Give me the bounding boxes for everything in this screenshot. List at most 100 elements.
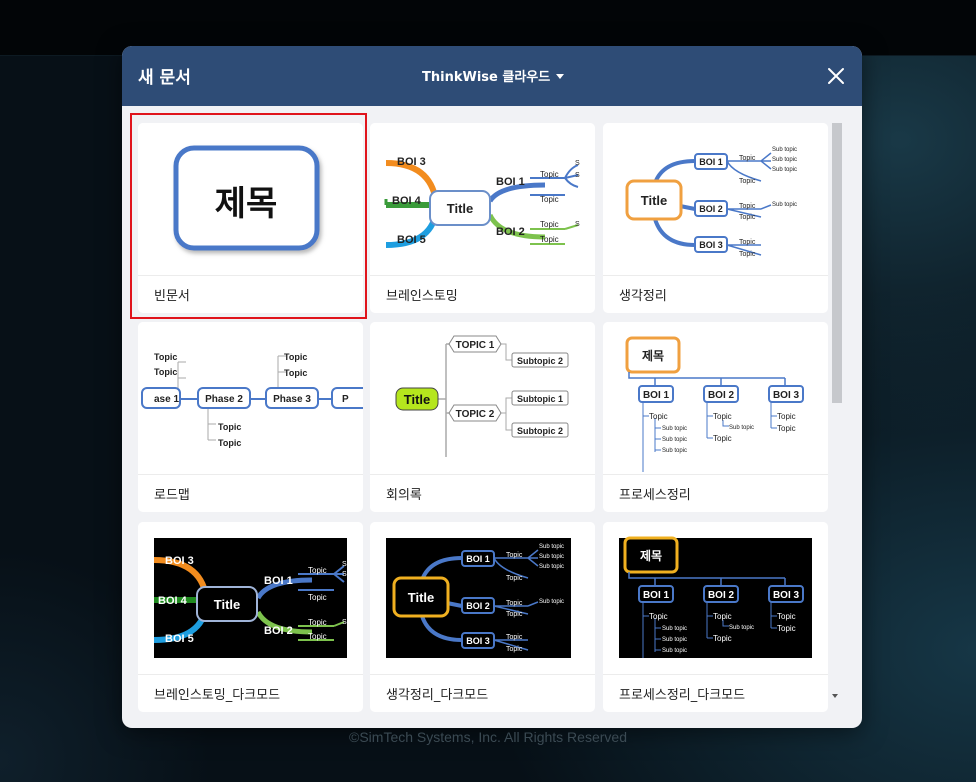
template-card-meeting-minutes[interactable]: Title TOPIC 1 TOPIC 2 Subtopic 2 Subtopi… xyxy=(370,322,595,512)
svg-text:Sub topic: Sub topic xyxy=(539,554,564,560)
svg-text:Sub topic: Sub topic xyxy=(539,599,564,605)
svg-text:TOPIC 2: TOPIC 2 xyxy=(456,409,495,420)
svg-text:Topic: Topic xyxy=(777,624,796,633)
close-icon xyxy=(828,68,844,84)
svg-text:Title: Title xyxy=(641,193,668,208)
copyright-text: ©SimTech Systems, Inc. All Rights Reserv… xyxy=(349,729,627,745)
close-button[interactable] xyxy=(824,64,848,88)
svg-text:BOI 1: BOI 1 xyxy=(643,390,670,401)
svg-text:Sub topic: Sub topic xyxy=(539,564,564,570)
svg-text:Topic: Topic xyxy=(218,422,241,432)
svg-text:Title: Title xyxy=(408,590,435,605)
svg-text:Topic: Topic xyxy=(506,611,523,618)
svg-text:BOI 3: BOI 3 xyxy=(397,156,426,168)
svg-text:Topic: Topic xyxy=(308,593,327,602)
svg-text:제목: 제목 xyxy=(640,549,662,563)
svg-text:Sub topic: Sub topic xyxy=(539,544,564,550)
svg-text:Sub topic: Sub topic xyxy=(772,157,797,163)
svg-text:Topic: Topic xyxy=(506,552,523,559)
svg-text:BOI 2: BOI 2 xyxy=(496,226,525,238)
svg-text:Topic: Topic xyxy=(506,600,523,607)
svg-text:Topic: Topic xyxy=(540,170,559,179)
svg-text:BOI 2: BOI 2 xyxy=(264,625,293,637)
dialog-header: 새 문서 ThinkWise 클라우드 xyxy=(122,46,862,106)
scrollbar-thumb[interactable] xyxy=(832,123,842,403)
template-card-thought-organizing[interactable]: Title BOI 1 BOI 2 BOI 3 Topic Topic Topi… xyxy=(603,123,828,313)
svg-text:BOI 2: BOI 2 xyxy=(466,601,490,611)
svg-text:Topic: Topic xyxy=(284,368,307,378)
svg-text:Topic: Topic xyxy=(218,438,241,448)
template-label: 생각정리_다크모드 xyxy=(386,688,489,703)
svg-text:Topic: Topic xyxy=(649,412,668,421)
svg-text:Sub topic: Sub topic xyxy=(662,648,687,654)
svg-text:S: S xyxy=(342,571,347,578)
thumb-title-text: 제목 xyxy=(215,185,278,223)
svg-text:Subtopic 2: Subtopic 2 xyxy=(517,426,563,436)
svg-text:Phase 2: Phase 2 xyxy=(205,394,243,405)
svg-text:BOI 4: BOI 4 xyxy=(392,195,422,207)
template-label: 회의록 xyxy=(386,488,422,503)
template-thumbnail: Topic Topic ase 1 Phase 2 Topic Topic To… xyxy=(138,322,363,474)
svg-text:Topic: Topic xyxy=(154,367,177,377)
svg-text:Topic: Topic xyxy=(540,220,559,229)
template-label: 로드맵 xyxy=(154,488,190,503)
template-card-roadmap[interactable]: Topic Topic ase 1 Phase 2 Topic Topic To… xyxy=(138,322,363,512)
svg-text:BOI 2: BOI 2 xyxy=(699,204,723,214)
svg-text:Sub topic: Sub topic xyxy=(662,448,687,454)
svg-text:Sub topic: Sub topic xyxy=(772,202,797,208)
svg-text:Topic: Topic xyxy=(739,178,756,185)
template-card-brainstorming-dark[interactable]: BOI 3 BOI 4 BOI 5 BOI 1 BOI 2 Title Topi… xyxy=(138,522,363,712)
svg-text:Title: Title xyxy=(214,597,241,612)
cloud-location-dropdown[interactable]: ThinkWise 클라우드 xyxy=(422,66,565,85)
template-label: 브레인스토밍 xyxy=(386,289,458,304)
svg-text:Topic: Topic xyxy=(506,646,523,653)
svg-text:Sub topic: Sub topic xyxy=(772,147,797,153)
template-grid: 제목 빈문서 BOI 3 BOI 4 BOI 5 BOI 1 xyxy=(122,106,862,728)
scroll-down-arrow-icon[interactable] xyxy=(832,694,838,698)
template-card-brainstorming[interactable]: BOI 3 BOI 4 BOI 5 BOI 1 BOI 2 Title Topi… xyxy=(370,123,595,313)
template-thumbnail: Title BOI 1 BOI 2 BOI 3 Topic Topic Topi… xyxy=(370,522,595,674)
svg-text:Topic: Topic xyxy=(713,434,732,443)
svg-text:BOI 3: BOI 3 xyxy=(165,555,194,567)
svg-text:BOI 3: BOI 3 xyxy=(466,636,490,646)
svg-text:Sub topic: Sub topic xyxy=(729,625,754,631)
svg-text:Topic: Topic xyxy=(777,424,796,433)
svg-text:Topic: Topic xyxy=(154,352,177,362)
svg-text:Sub topic: Sub topic xyxy=(772,167,797,173)
template-thumbnail: BOI 3 BOI 4 BOI 5 BOI 1 BOI 2 Title Topi… xyxy=(370,123,595,275)
svg-text:P: P xyxy=(342,394,349,405)
svg-text:BOI 5: BOI 5 xyxy=(397,234,426,246)
template-thumbnail: Title BOI 1 BOI 2 BOI 3 Topic Topic Topi… xyxy=(603,123,828,275)
svg-text:Sub topic: Sub topic xyxy=(662,637,687,643)
template-card-blank[interactable]: 제목 빈문서 xyxy=(138,123,363,313)
template-card-process[interactable]: 제목 BOI 1 BOI 2 BOI 3 Topic Sub topic Sub… xyxy=(603,322,828,512)
template-thumbnail: 제목 BOI 1 BOI 2 BOI 3 Topic Sub topic Sub… xyxy=(603,522,828,674)
svg-text:Topic: Topic xyxy=(540,235,559,244)
svg-text:제목: 제목 xyxy=(642,349,664,363)
svg-text:Sub topic: Sub topic xyxy=(662,426,687,432)
svg-text:Topic: Topic xyxy=(713,634,732,643)
svg-text:Title: Title xyxy=(447,201,474,216)
template-card-thought-organizing-dark[interactable]: Title BOI 1 BOI 2 BOI 3 Topic Topic Topi… xyxy=(370,522,595,712)
svg-text:S: S xyxy=(575,172,580,179)
svg-text:BOI 2: BOI 2 xyxy=(708,390,735,401)
svg-text:BOI 1: BOI 1 xyxy=(466,554,490,564)
svg-text:BOI 1: BOI 1 xyxy=(496,176,525,188)
svg-text:S: S xyxy=(575,221,580,228)
svg-text:Topic: Topic xyxy=(506,575,523,582)
template-card-process-dark[interactable]: 제목 BOI 1 BOI 2 BOI 3 Topic Sub topic Sub… xyxy=(603,522,828,712)
svg-text:Topic: Topic xyxy=(713,412,732,421)
svg-text:Title: Title xyxy=(404,392,431,407)
svg-text:Topic: Topic xyxy=(739,251,756,258)
svg-text:BOI 5: BOI 5 xyxy=(165,633,194,645)
template-thumbnail: Title TOPIC 1 TOPIC 2 Subtopic 2 Subtopi… xyxy=(370,322,595,474)
svg-text:ase 1: ase 1 xyxy=(154,394,179,405)
svg-text:S: S xyxy=(575,160,580,167)
new-document-dialog: 새 문서 ThinkWise 클라우드 제목 xyxy=(122,46,862,728)
svg-text:S: S xyxy=(342,619,347,626)
svg-text:Topic: Topic xyxy=(777,612,796,621)
svg-text:Topic: Topic xyxy=(308,566,327,575)
svg-text:Topic: Topic xyxy=(739,214,756,221)
template-label: 프로세스정리 xyxy=(619,488,691,503)
svg-text:Topic: Topic xyxy=(739,239,756,246)
